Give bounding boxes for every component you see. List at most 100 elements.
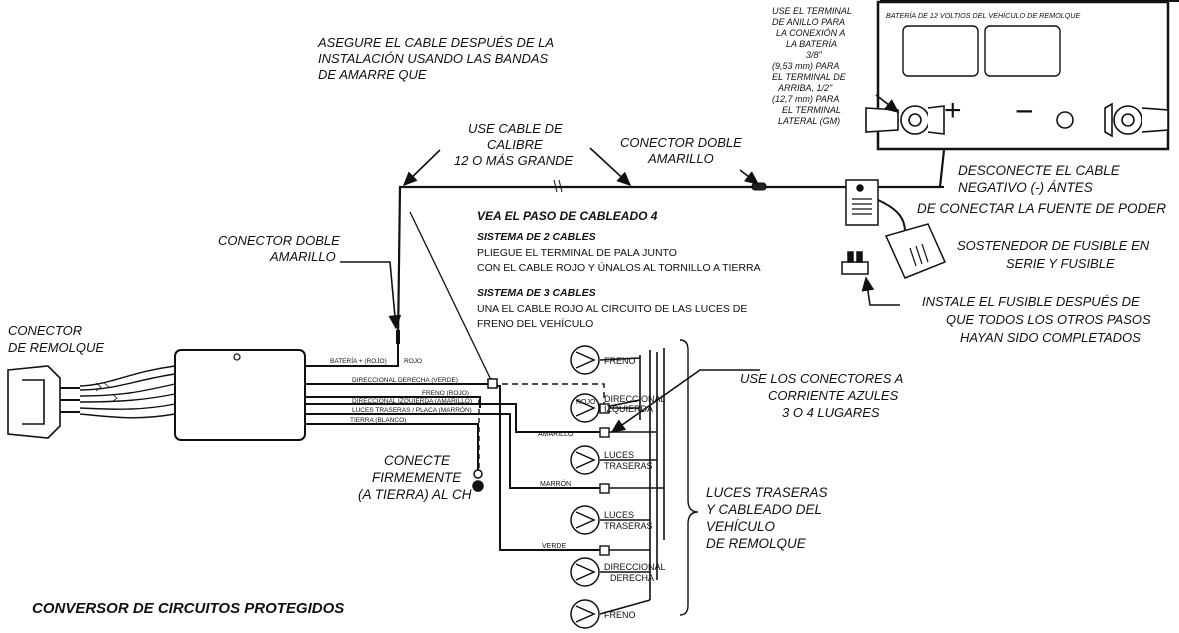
note-install-line3: HAYAN SIDO COMPLETADOS: [960, 330, 1141, 345]
lamp-label-tail2-line1: LUCES: [604, 510, 634, 520]
note-conn-top-line1: CONECTOR DOBLE: [620, 135, 742, 150]
step-leader: [409, 211, 493, 383]
note-tow-line3: VEHÍCULO: [706, 519, 776, 534]
blue-connector-left: [599, 427, 610, 438]
sys2-line2: CON EL CABLE ROJO Y ÚNALOS AL TORNILLO A…: [477, 261, 761, 274]
note-install-line2: QUE TODOS LOS OTROS PASOS: [946, 312, 1151, 327]
wire-label-right-signal: DIRECCIONAL DERECHA (VERDE): [352, 377, 458, 384]
note-blue-line2: CORRIENTE AZULES: [768, 388, 899, 403]
wire-label-ground: TIERRA (BLANCO): [350, 417, 406, 424]
label-trailer-connector-line1: CONECTOR: [8, 323, 82, 338]
lamp-tail-1-icon: [570, 445, 600, 475]
sys2-line1: PLIEGUE EL TERMINAL DE PALA JUNTO: [477, 247, 677, 259]
note-ring-line6: (9,53 mm) PARA: [772, 61, 839, 71]
note-secure-line3: DE AMARRE QUE: [318, 67, 427, 82]
wire-label-red: ROJO: [404, 358, 422, 365]
note-disconnect-line2: NEGATIVO (-) ÁNTES: [958, 180, 1093, 195]
label-trailer-connector-line2: DE REMOLQUE: [8, 340, 104, 355]
wire-color-green: VERDE: [542, 543, 566, 550]
blue-connector-tail: [599, 483, 610, 494]
negative-terminal: [1056, 111, 1074, 129]
note-fuse-line2: SERIE Y FUSIBLE: [1006, 256, 1115, 271]
negative-clamp-icon: [1104, 102, 1169, 138]
ground-ring-icon: [472, 469, 484, 492]
note-ring-line10: EL TERMINAL: [782, 105, 841, 115]
lamp-label-right-line1: DIRECCIONAL: [604, 562, 666, 572]
converter-module: [174, 349, 306, 441]
wire-label-tail: LUCES TRASERAS / PLACA (MARRÓN): [352, 405, 472, 414]
note-ring-line5: 3/8": [806, 50, 823, 60]
note-gauge-line1: USE CABLE DE: [468, 121, 563, 136]
step-title: VEA EL PASO DE CABLEADO 4: [477, 209, 658, 223]
lamp-label-brake2: FRENO: [604, 610, 636, 620]
module-indicator: [233, 353, 241, 361]
sys3-title: SISTEMA DE 3 CABLES: [477, 287, 596, 299]
note-ground-line3: (A TIERRA) AL CH: [358, 487, 472, 502]
lamp-left-signal-icon: [570, 393, 600, 423]
diagram-title: CONVERSOR DE CIRCUITOS PROTEGIDOS: [32, 600, 344, 617]
blue-connectors: [599, 403, 610, 556]
sys3-line1: UNA EL CABLE ROJO AL CIRCUITO DE LAS LUC…: [477, 303, 747, 315]
fuse-icon: [841, 251, 869, 275]
note-install-line1: INSTALE EL FUSIBLE DESPUÉS DE: [922, 294, 1140, 309]
spade-terminal: [487, 378, 498, 389]
note-blue-line1: USE LOS CONECTORES A: [740, 371, 903, 386]
note-disconnect-line3: DE CONECTAR LA FUENTE DE PODER: [917, 201, 1166, 216]
note-ring-line1: USE EL TERMINAL: [772, 6, 852, 16]
note-ground-line1: CONECTE: [384, 453, 451, 468]
trailer-connector-plug-icon: [7, 365, 80, 439]
wire-label-left-signal: DIRECCIONAL IZQUIERDA (AMARILLO): [352, 398, 472, 405]
lamp-label-brake: FRENO: [604, 356, 636, 366]
labels: ASEGURE EL CABLE DESPUÉS DE LA INSTALACI…: [8, 6, 1166, 620]
note-ring-line7: EL TERMINAL DE: [772, 72, 847, 82]
lamp-label-left-line2: IZQUIERDA: [604, 404, 653, 414]
note-tow-line2: Y CABLEADO DEL: [706, 502, 822, 517]
note-ring-line9: (12,7 mm) PARA: [772, 94, 839, 104]
note-ring-line11: LATERAL (GM): [778, 116, 840, 126]
note-secure-line2: INSTALACIÓN USANDO LAS BANDAS: [318, 51, 549, 66]
wire-color-yellow: AMARILLO: [538, 431, 574, 438]
fuse-holder: [845, 179, 947, 279]
note-ground-line2: FIRMEMENTE: [372, 470, 462, 485]
note-gauge-line3: 12 O MÁS GRANDE: [454, 153, 574, 168]
leader-arrows: [340, 94, 900, 433]
wire-color-red: ROJO: [576, 399, 596, 406]
lamp-label-tail1-line2: TRASERAS: [604, 461, 653, 471]
sys3-line2: FRENO DEL VEHÍCULO: [477, 317, 593, 330]
blue-connector-brake: [599, 403, 610, 414]
note-ring-line4: LA BATERÍA: [786, 39, 837, 49]
plus-sign: +: [944, 94, 962, 127]
lamp-label-tail2-line2: TRASERAS: [604, 521, 653, 531]
butt-connector-top: [751, 182, 767, 191]
lamp-label-right-line2: DERECHA: [610, 573, 654, 583]
note-conn-left-line2: AMARILLO: [269, 249, 336, 264]
positive-clamp-icon: [865, 105, 945, 135]
battery-title: BATERÍA DE 12 VOLTIOS DEL VEHÍCULO DE RE…: [886, 11, 1080, 20]
note-ring-line2: DE ANILLO PARA: [772, 17, 845, 27]
lamp-brake-2-icon: [570, 599, 600, 629]
note-gauge-line2: CALIBRE: [487, 137, 543, 152]
note-secure-line1: ASEGURE EL CABLE DESPUÉS DE LA: [317, 35, 554, 50]
note-tow-line4: DE REMOLQUE: [706, 536, 807, 551]
note-conn-top-line2: AMARILLO: [647, 151, 714, 166]
lamps: [570, 345, 600, 629]
note-fuse-line1: SOSTENEDOR DE FUSIBLE EN: [957, 238, 1150, 253]
note-conn-left-line1: CONECTOR DOBLE: [218, 233, 340, 248]
blue-connector-right: [599, 545, 610, 556]
wire-label-battery: BATERÍA + (ROJO): [330, 356, 387, 365]
brake-dashed-wire: [492, 383, 605, 408]
wire-color-brown: MARRÓN: [540, 479, 571, 488]
lamp-brake-icon: [570, 345, 600, 375]
lamp-right-signal-icon: [570, 557, 600, 587]
sys2-title: SISTEMA DE 2 CABLES: [477, 231, 596, 243]
note-disconnect-line1: DESCONECTE EL CABLE: [958, 163, 1121, 178]
wire-label-brake: FRENO (ROJO): [422, 390, 469, 397]
lamp-label-left-line1: DIRECCIONAL: [604, 394, 666, 404]
minus-sign: −: [1015, 93, 1034, 129]
harness-wires: [599, 348, 665, 615]
note-ring-line3: LA CONEXIÓN A: [776, 28, 845, 38]
lamp-tail-2-icon: [570, 505, 600, 535]
lamp-label-tail1-line1: LUCES: [604, 450, 634, 460]
